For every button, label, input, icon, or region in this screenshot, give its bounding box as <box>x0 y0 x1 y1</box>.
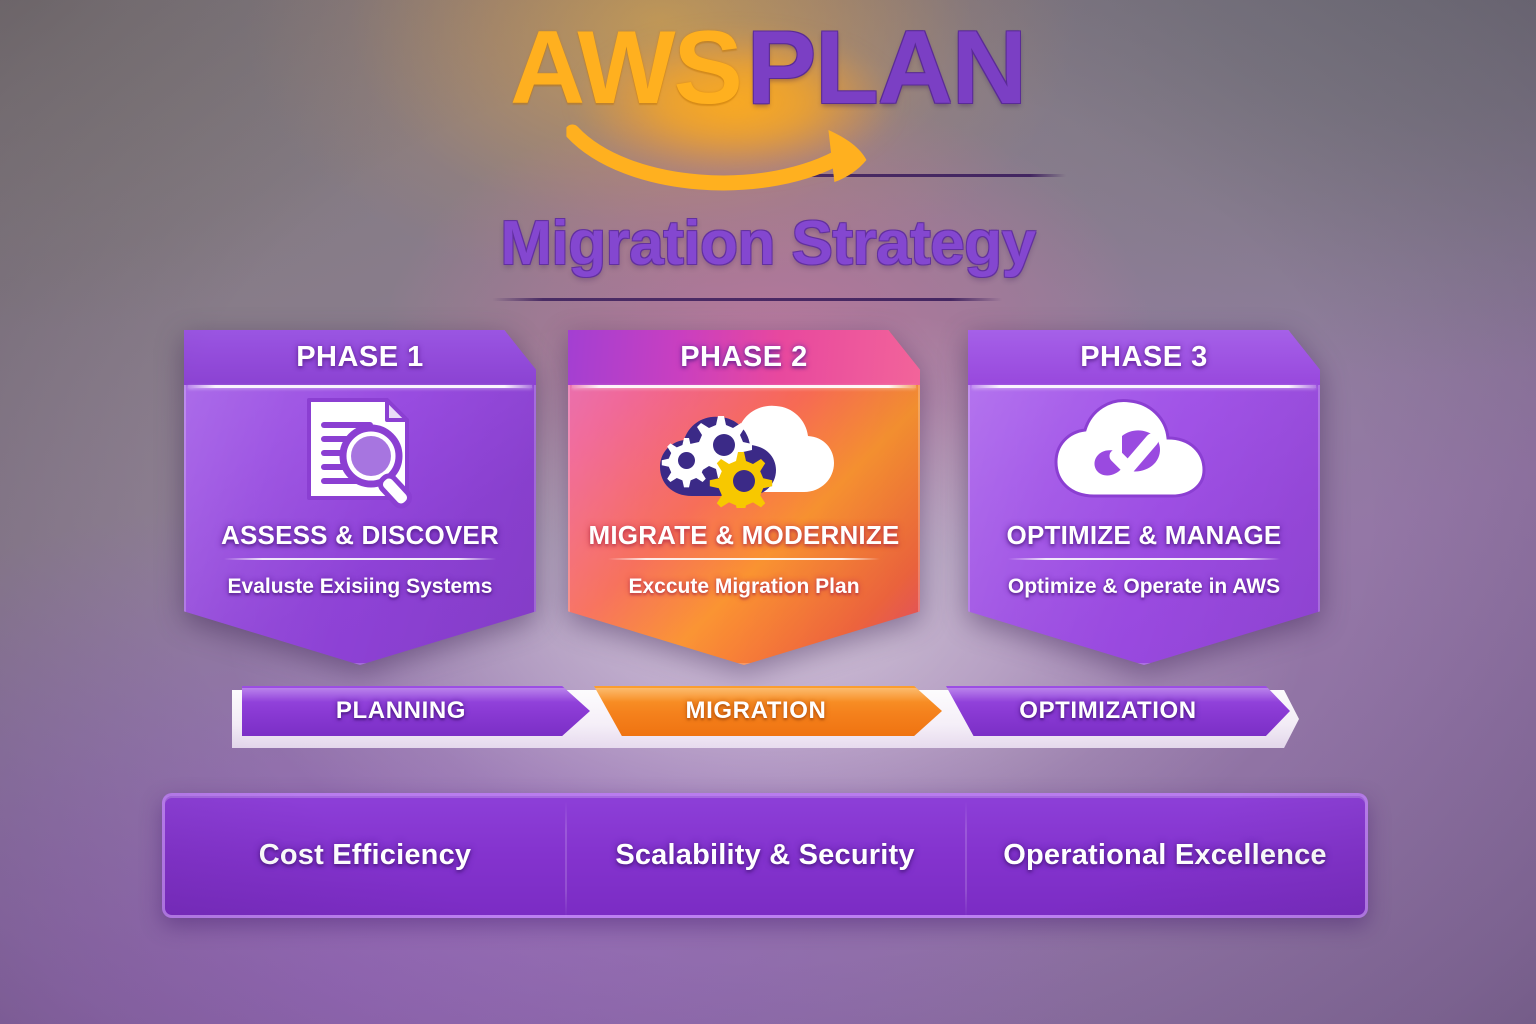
phase-card-3-title: OPTIMIZE & MANAGE <box>968 520 1320 551</box>
phase-cards-row: PHASE 1 ASSESS & <box>0 330 1536 670</box>
phase-card-3-header <box>968 330 1320 385</box>
subtitle-underline-rule <box>492 298 1002 301</box>
phase-card-1-title: ASSESS & DISCOVER <box>184 520 536 551</box>
benefit-cost-efficiency[interactable]: Cost Efficiency <box>165 839 565 872</box>
phase-card-3-header-divider <box>972 385 1316 388</box>
timeline-step-migration[interactable]: MIGRATION <box>594 686 942 736</box>
phase-card-3-subtitle: Optimize & Operate in AWS <box>968 575 1320 599</box>
phase-card-2-rule <box>608 558 880 560</box>
phase-card-1-header <box>184 330 536 385</box>
cloud-gears-icon <box>660 405 834 508</box>
phase-card-1-rule <box>224 558 496 560</box>
timeline-step-optimization-label: OPTIMIZATION <box>1019 697 1196 725</box>
document-magnifier-icon <box>307 398 413 509</box>
phase-card-3-phase-label: PHASE 3 <box>968 341 1320 374</box>
phase-card-2-subtitle: Exccute Migration Plan <box>568 575 920 599</box>
plan-underline-rule <box>766 174 1066 177</box>
timeline-step-optimization[interactable]: OPTIMIZATION <box>946 686 1290 736</box>
phase-card-2-title: MIGRATE & MODERNIZE <box>568 520 920 551</box>
phase-card-1-icon-slot <box>184 392 536 512</box>
phase-card-2-icon-slot <box>568 392 920 512</box>
timeline-step-migration-highlight <box>594 688 942 702</box>
timeline-step-planning-label: PLANNING <box>336 697 466 725</box>
benefit-operational-excellence[interactable]: Operational Excellence <box>965 801 1365 919</box>
benefit-scalability-security[interactable]: Scalability & Security <box>565 801 965 919</box>
phase-card-1-subtitle: Evaluste Exisiing Systems <box>184 575 536 599</box>
phase-card-2-header-divider <box>572 385 916 388</box>
timeline-step-planning[interactable]: PLANNING <box>242 686 590 736</box>
phase-card-2[interactable]: PHASE 2 <box>568 330 920 665</box>
phase-card-3-icon-slot <box>968 392 1320 512</box>
page-subtitle: Migration Strategy <box>0 208 1536 279</box>
phase-card-3[interactable]: PHASE 3 OPTIMIZE & MANAGE Optimize & Ope… <box>968 330 1320 665</box>
phase-card-1-phase-label: PHASE 1 <box>184 341 536 374</box>
phase-card-2-header <box>568 330 920 385</box>
phase-card-3-rule <box>1008 558 1280 560</box>
timeline-step-optimization-highlight <box>946 688 1290 702</box>
cloud-check-icon <box>1054 399 1206 498</box>
phase-card-2-phase-label: PHASE 2 <box>568 341 920 374</box>
plan-wordmark: PLAN <box>746 10 1027 126</box>
timeline-step-migration-label: MIGRATION <box>686 697 827 725</box>
timeline-chevron-bar: PLANNING MIGRATION OPTIMIZATION <box>232 686 1299 748</box>
timeline-step-planning-highlight <box>242 688 590 702</box>
benefits-bar: Cost Efficiency Scalability & Security O… <box>162 793 1368 919</box>
aws-wordmark: AWS <box>509 10 743 126</box>
phase-card-1[interactable]: PHASE 1 ASSESS & <box>184 330 536 665</box>
phase-card-1-header-divider <box>188 385 532 388</box>
